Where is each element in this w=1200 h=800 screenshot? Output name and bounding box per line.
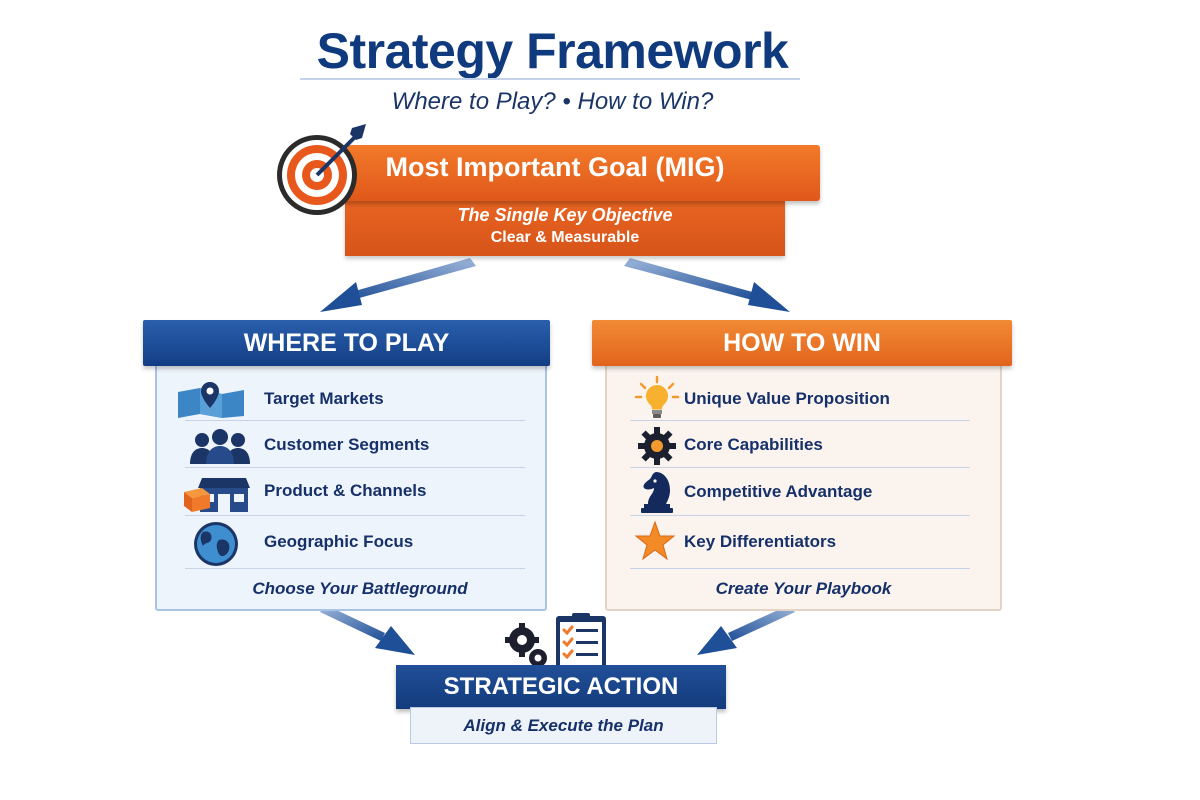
how-to-win-title: HOW TO WIN xyxy=(592,320,1012,366)
how-item-label: Unique Value Proposition xyxy=(684,389,890,408)
mig-measurable: Clear & Measurable xyxy=(490,229,640,246)
where-item-label: Geographic Focus xyxy=(264,532,414,551)
arrow-mig-to-how xyxy=(624,258,790,312)
how-footer: Create Your Playbook xyxy=(715,579,892,598)
how-item-label: Core Capabilities xyxy=(684,435,823,454)
strategic-action-title: STRATEGIC ACTION xyxy=(396,665,726,709)
where-to-play-title: WHERE TO PLAY xyxy=(143,320,550,366)
item-divider xyxy=(630,515,970,516)
mig-body xyxy=(345,198,785,256)
item-divider xyxy=(630,568,970,569)
how-to-win-panel xyxy=(605,362,1002,611)
where-footer: Choose Your Battleground xyxy=(252,579,468,598)
mig-banner xyxy=(290,145,820,201)
mig-objective: The Single Key Objective xyxy=(457,205,673,225)
page-subtitle: Where to Play? • How to Win? xyxy=(391,88,714,115)
arrow-mig-to-where xyxy=(320,258,476,312)
item-divider xyxy=(185,420,525,421)
chess-knight-icon xyxy=(641,472,673,513)
target-icon xyxy=(277,124,366,215)
globe-icon xyxy=(194,522,238,566)
where-item-label: Target Markets xyxy=(264,389,384,408)
page-title: Strategy Framework xyxy=(316,23,789,79)
item-divider xyxy=(185,515,525,516)
mig-title: Most Important Goal (MIG) xyxy=(385,152,725,182)
gears-checklist-icon xyxy=(505,613,606,670)
where-item-label: Product & Channels xyxy=(264,481,427,500)
people-icon xyxy=(190,429,250,464)
gear-icon xyxy=(638,427,676,465)
arrow-where-to-action xyxy=(320,605,415,655)
where-item-label: Customer Segments xyxy=(264,435,430,454)
how-item-label: Competitive Advantage xyxy=(684,482,873,501)
star-icon xyxy=(634,520,676,561)
item-divider xyxy=(185,467,525,468)
lightbulb-icon xyxy=(634,375,680,418)
map-pin-icon xyxy=(178,382,244,418)
how-item-label: Key Differentiators xyxy=(684,532,837,551)
item-divider xyxy=(185,568,525,569)
title-divider xyxy=(300,78,800,80)
store-icon xyxy=(184,478,250,512)
arrow-how-to-action xyxy=(697,605,795,655)
item-divider xyxy=(630,467,970,468)
strategic-action-subtitle: Align & Execute the Plan xyxy=(410,707,717,744)
item-divider xyxy=(630,420,970,421)
